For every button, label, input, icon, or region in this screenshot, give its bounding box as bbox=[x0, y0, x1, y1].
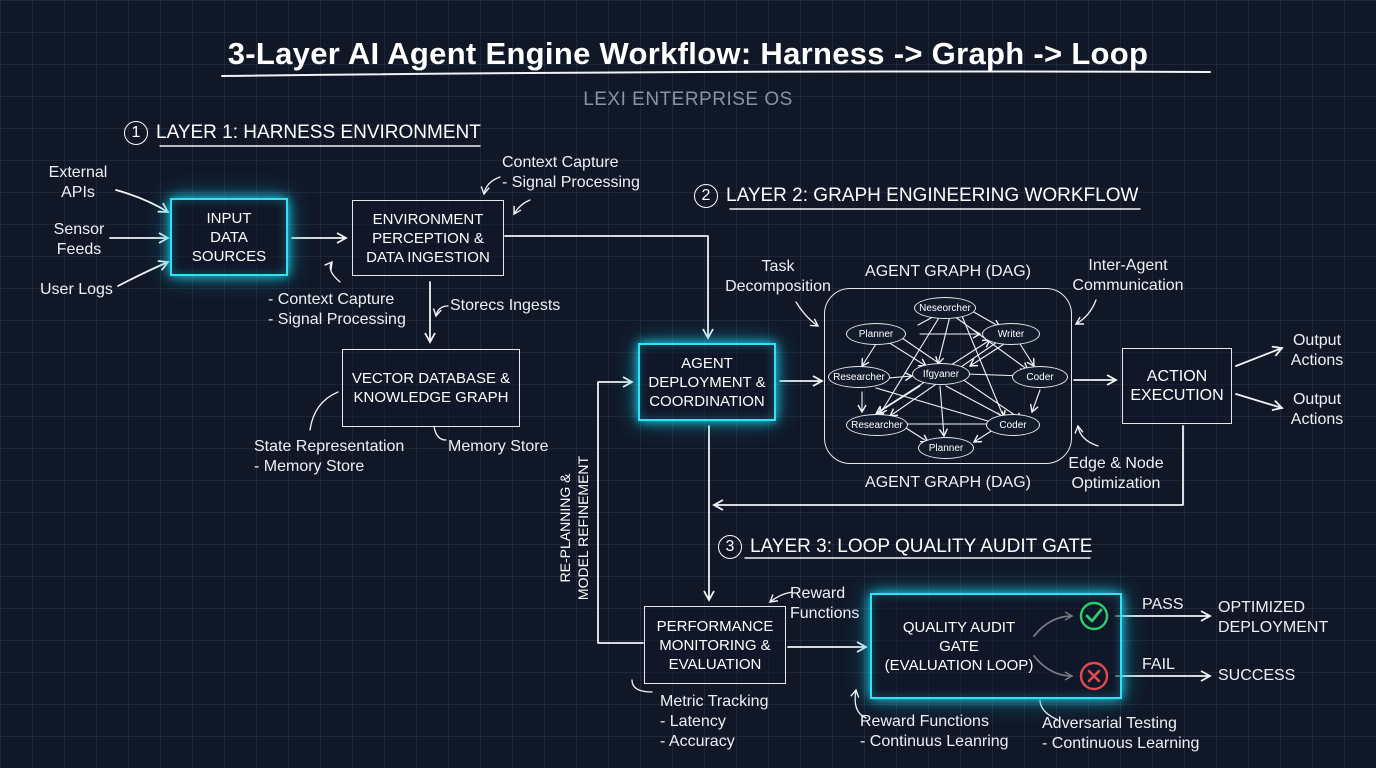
layer1-number: 1 bbox=[124, 121, 148, 145]
fail-label: FAIL bbox=[1142, 656, 1175, 673]
pass-label: PASS bbox=[1142, 596, 1184, 613]
x-circle-icon bbox=[1079, 661, 1109, 691]
note-inter-agent-communication: Inter-Agent Communication bbox=[1072, 257, 1184, 294]
note-task-decomposition: Task Decomposition bbox=[725, 258, 831, 295]
vector-database-box[interactable]: VECTOR DATABASE & KNOWLEDGE GRAPH bbox=[342, 349, 520, 427]
input-sensor-feeds: Sensor Feeds bbox=[53, 221, 105, 258]
dag-title-top: AGENT GRAPH (DAG) bbox=[865, 263, 1031, 280]
note-gate-reward-functions: Reward Functions - Continuus Leanring bbox=[860, 713, 1009, 750]
note-reward-functions: Reward Functions bbox=[790, 585, 860, 622]
input-external-apis: External APIs bbox=[48, 164, 108, 201]
dag-node-researcher-mid[interactable]: Researcher bbox=[828, 366, 890, 388]
dag-node-center[interactable]: Ifgyaner bbox=[912, 363, 970, 385]
environment-perception-box[interactable]: ENVIRONMENT PERCEPTION & DATA INGESTION bbox=[352, 200, 504, 276]
note-storecs-ingests: Storecs Ingests bbox=[450, 297, 561, 314]
note-adversarial-testing: Adversarial Testing - Continuous Learnin… bbox=[1042, 715, 1200, 752]
dag-node-researcher-top[interactable]: Neseorcher bbox=[914, 297, 976, 319]
quality-audit-gate-label: QUALITY AUDIT GATE (EVALUATION LOOP) bbox=[884, 619, 1034, 674]
output-actions-bottom: Output Actions bbox=[1290, 391, 1344, 428]
layer2-heading: 2 LAYER 2: GRAPH ENGINEERING WORKFLOW bbox=[694, 184, 1138, 208]
note-memory-store: Memory Store bbox=[448, 438, 549, 455]
optimized-deployment-result: OPTIMIZED DEPLOYMENT bbox=[1218, 599, 1329, 636]
dag-node-writer[interactable]: Writer bbox=[982, 323, 1040, 345]
dag-title-bottom: AGENT GRAPH (DAG) bbox=[865, 474, 1031, 491]
dag-node-planner-top[interactable]: Planner bbox=[846, 323, 906, 345]
layer1-heading-text: LAYER 1: HARNESS ENVIRONMENT bbox=[156, 122, 481, 144]
note-context-capture-below: - Context Capture - Signal Processing bbox=[268, 291, 406, 328]
success-result: SUCCESS bbox=[1218, 667, 1296, 684]
note-edge-node-optimization: Edge & Node Optimization bbox=[1068, 455, 1164, 492]
action-execution-box[interactable]: ACTION EXECUTION bbox=[1122, 348, 1232, 424]
agent-deployment-box[interactable]: AGENT DEPLOYMENT & COORDINATION bbox=[638, 343, 776, 421]
agent-graph-dag bbox=[824, 288, 1072, 464]
layer3-heading-text: LAYER 3: LOOP QUALITY AUDIT GATE bbox=[750, 536, 1093, 558]
input-user-logs: User Logs bbox=[40, 281, 113, 298]
page-title: 3-Layer AI Agent Engine Workflow: Harnes… bbox=[227, 36, 1149, 71]
dag-node-planner-bot[interactable]: Planner bbox=[918, 437, 974, 459]
page-subtitle: LEXI ENTERPRISE OS bbox=[583, 89, 793, 110]
layer1-heading: 1 LAYER 1: HARNESS ENVIRONMENT bbox=[124, 121, 481, 145]
note-metric-tracking: Metric Tracking - Latency - Accuracy bbox=[660, 693, 769, 750]
output-actions-top: Output Actions bbox=[1290, 332, 1344, 369]
dag-node-researcher-bot[interactable]: Researcher bbox=[846, 414, 908, 436]
layer3-number: 3 bbox=[718, 535, 742, 559]
layer2-heading-text: LAYER 2: GRAPH ENGINEERING WORKFLOW bbox=[726, 185, 1139, 207]
quality-audit-gate-box[interactable]: QUALITY AUDIT GATE (EVALUATION LOOP) bbox=[870, 593, 1122, 699]
note-context-capture-top: Context Capture - Signal Processing bbox=[502, 154, 640, 191]
check-circle-icon bbox=[1079, 601, 1109, 631]
input-data-sources-box[interactable]: INPUT DATA SOURCES bbox=[170, 198, 288, 276]
dag-node-coder-bot[interactable]: Coder bbox=[986, 414, 1040, 436]
layer2-number: 2 bbox=[694, 184, 718, 208]
layer3-heading: 3 LAYER 3: LOOP QUALITY AUDIT GATE bbox=[718, 535, 1092, 559]
note-state-representation: State Representation - Memory Store bbox=[254, 438, 405, 475]
replanning-label: RE-PLANNING & MODEL REFINEMENT bbox=[557, 455, 591, 601]
dag-node-coder-mid[interactable]: Coder bbox=[1012, 366, 1068, 388]
performance-monitoring-box[interactable]: PERFORMANCE MONITORING & EVALUATION bbox=[644, 606, 786, 684]
